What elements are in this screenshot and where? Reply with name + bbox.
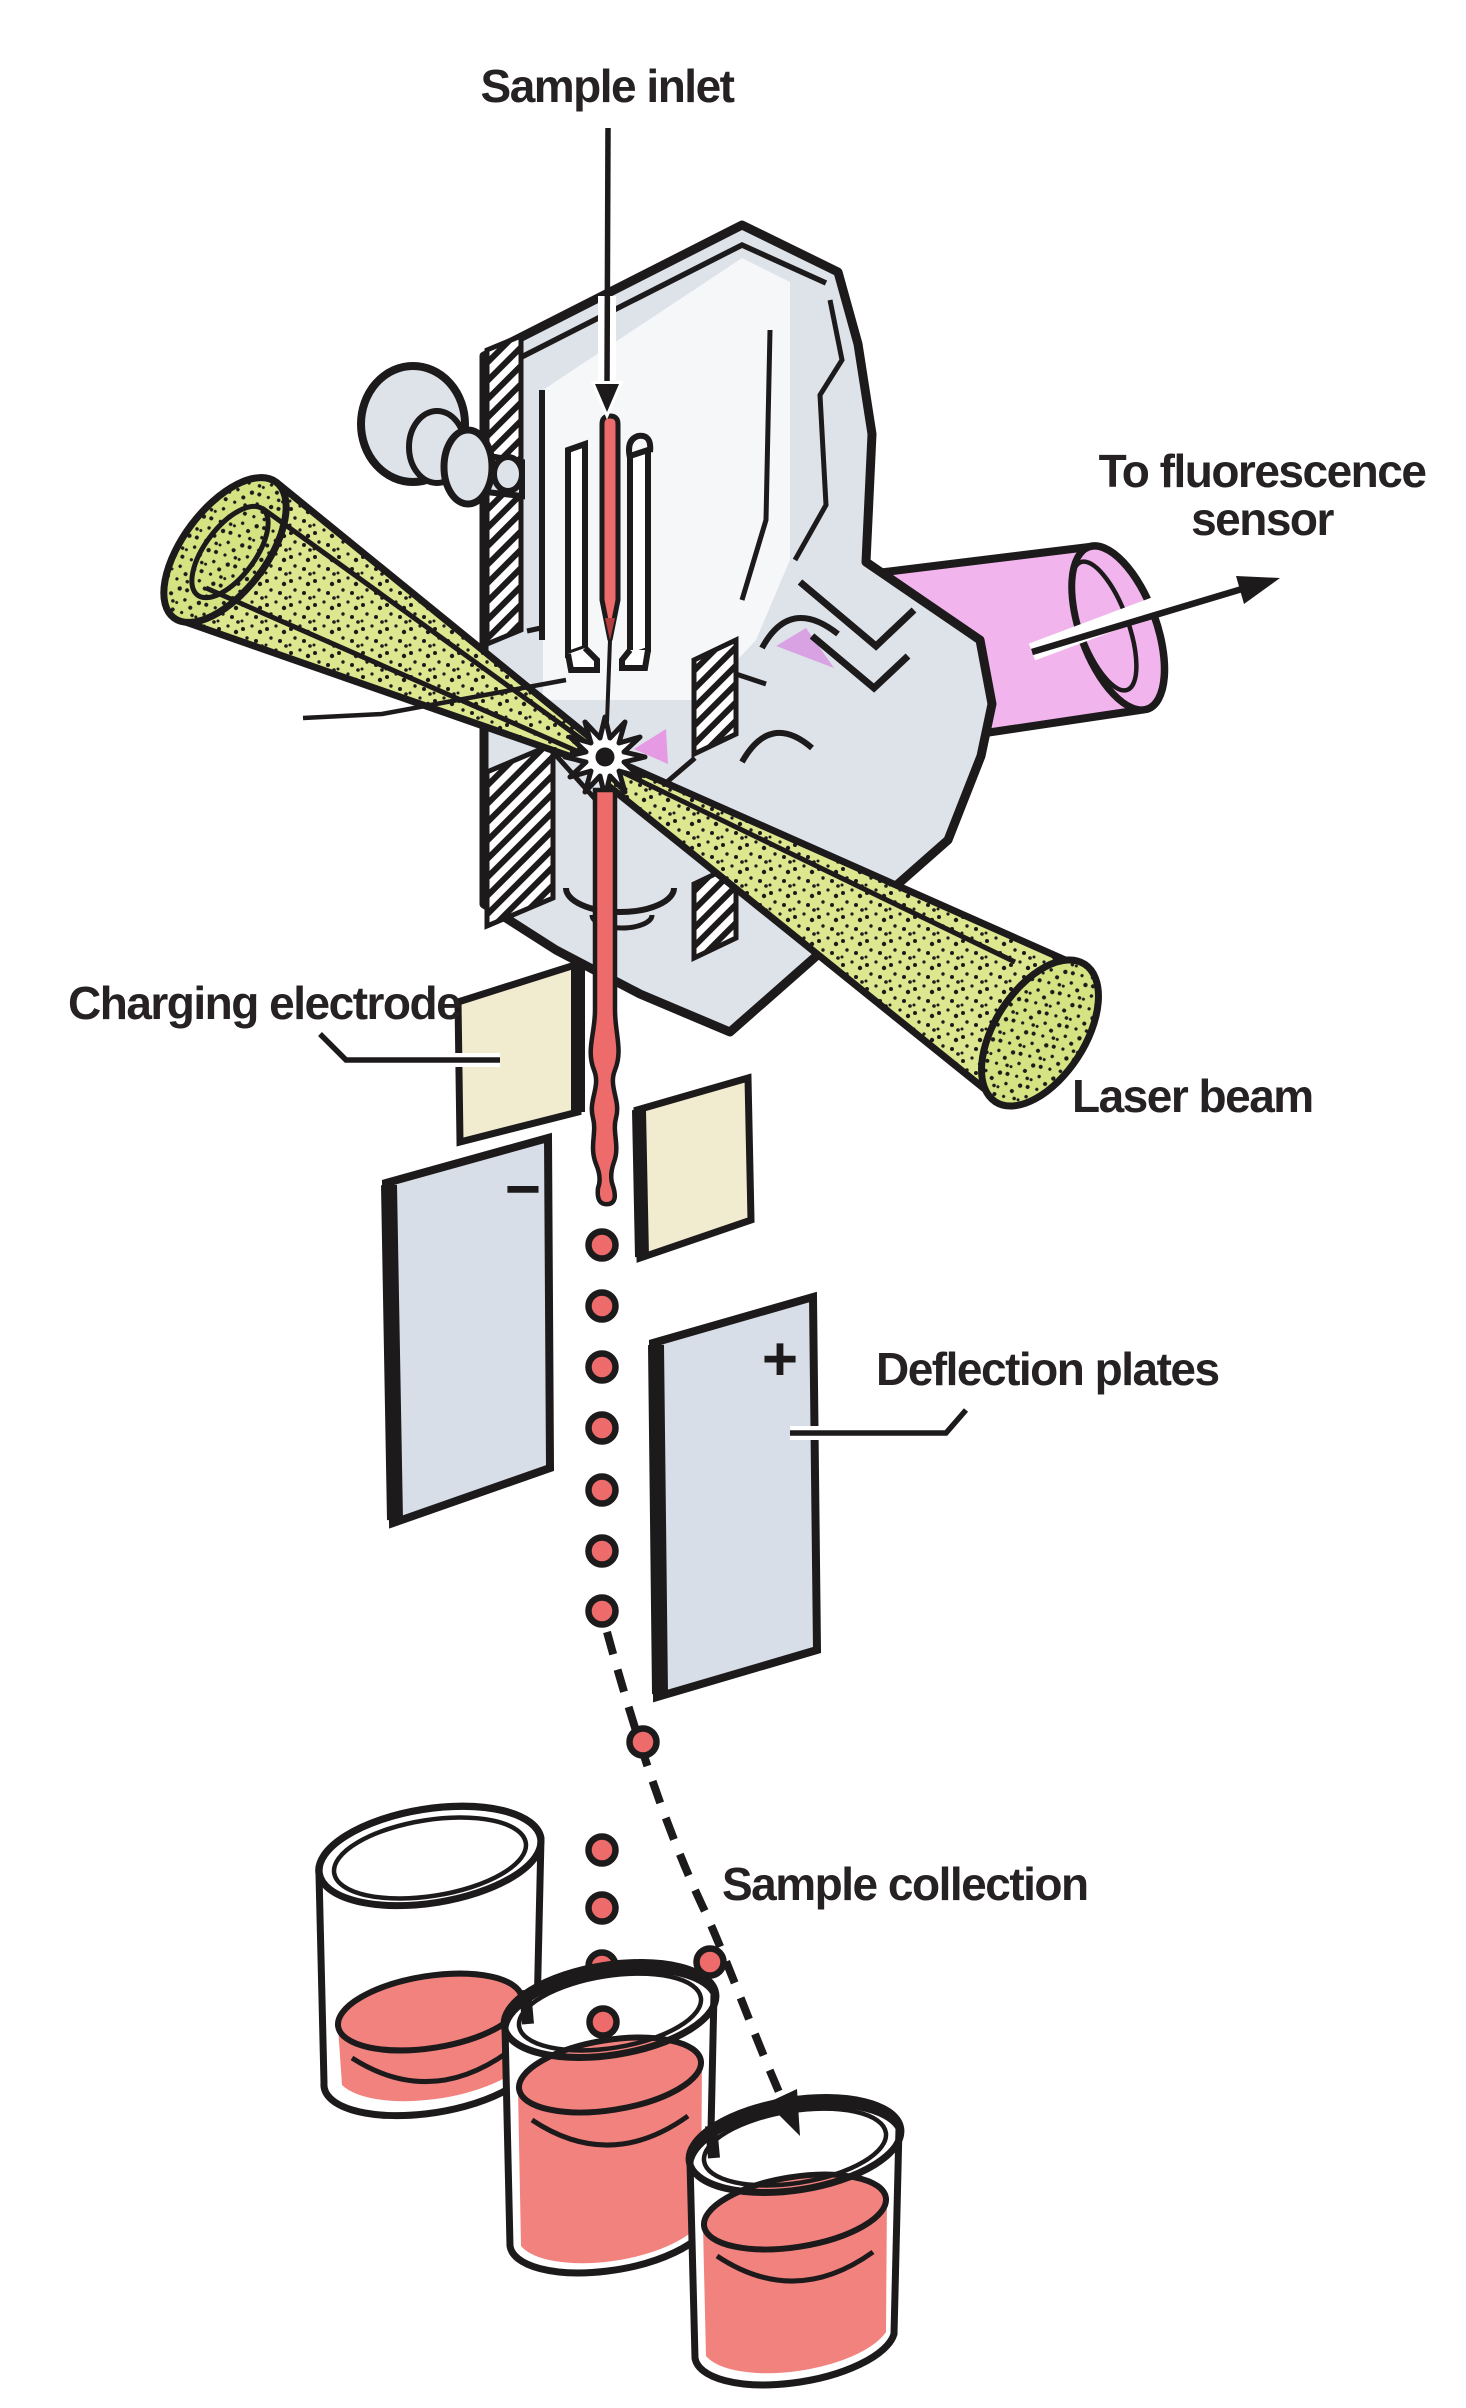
cuvette-tubes (565, 432, 654, 673)
cuvette-left-tube (565, 439, 588, 659)
sample-inlet-arrow (590, 127, 624, 420)
beaker-rim (315, 1802, 545, 1910)
cuvette-right-tube (627, 445, 651, 661)
arrow-shaft (604, 127, 611, 389)
cuvette-left-foot (565, 645, 600, 673)
notch-violet-wedge (776, 628, 834, 668)
knob-hub (491, 454, 525, 494)
sensor-window-notch (739, 579, 917, 764)
glass-highlight-dash (705, 2125, 720, 2159)
exit-cone-edge-bottom (603, 781, 1000, 1102)
trajectory-dashed-line (603, 1630, 790, 2110)
entry-cone-edge-bottom (172, 614, 594, 768)
droplet (626, 1725, 660, 1759)
deflection-plates-leader (790, 1408, 969, 1436)
arrow-head-icon (590, 381, 624, 420)
notch-chevron-upper (797, 579, 917, 651)
droplet (585, 1594, 619, 1628)
deflection-plate-negative: − (381, 1132, 555, 1529)
entry-cone-edge-top (273, 479, 606, 751)
wall-tick (526, 625, 542, 634)
cuvette-right-foot (619, 648, 651, 671)
label-charging-electrode: Charging electrode (68, 977, 461, 1029)
fluorescence-arrow (1028, 576, 1280, 661)
notch-chevron-lower (809, 633, 911, 693)
leader-lines (302, 677, 972, 1440)
liquid-shading-arc (530, 2113, 690, 2148)
nozzle-leader-line (302, 677, 567, 721)
plate-edge (381, 1184, 403, 1521)
droplet (586, 2005, 620, 2039)
droplet (585, 1289, 619, 1323)
cuvette-hook (626, 432, 654, 459)
arrow-shaft (1031, 582, 1253, 656)
fluorescence-flash-wedge (634, 729, 668, 764)
entry-cone-inner-line2 (204, 585, 590, 759)
drain-funnel-arc (563, 887, 677, 915)
window-arc-upper (759, 615, 840, 650)
droplet (585, 1534, 619, 1568)
entry-cone-inner-line1 (260, 505, 596, 751)
label-sample-inlet: Sample inlet (481, 60, 735, 112)
exit-cone-edge-top (612, 756, 1083, 971)
starburst-center-dot (595, 747, 615, 767)
droplet (585, 1228, 619, 1262)
exit-cone-inner-line (616, 767, 1017, 965)
adjustment-knob (357, 362, 525, 508)
plate-edge (648, 1344, 668, 1695)
electrode-edge (632, 1109, 649, 1258)
charging-electrode-right (632, 1073, 755, 1263)
liquid-shading-arc (715, 2249, 875, 2284)
droplet (585, 1891, 619, 1925)
droplet (585, 1473, 619, 1507)
droplet-stream (585, 1228, 619, 1983)
label-fluorescence-line2: sensor (1191, 493, 1334, 545)
glass-highlight-dash (519, 1989, 534, 2025)
laser-beam-exit-cone (603, 756, 1102, 1110)
knob-collar (440, 426, 496, 508)
label-deflection-plates: Deflection plates (876, 1343, 1219, 1395)
deflection-plate-positive: + (648, 1291, 822, 1703)
droplet (585, 1350, 619, 1384)
negative-sign: − (505, 1155, 541, 1224)
label-fluorescence-line1: To fluorescence (1099, 445, 1427, 497)
droplet (585, 1411, 619, 1445)
label-laser-beam: Laser beam (1072, 1070, 1313, 1122)
sample-needle (599, 413, 621, 641)
charging-electrode-left (454, 959, 585, 1147)
laser-intersection-starburst-icon (562, 714, 648, 800)
flow-cell-machine (357, 220, 997, 1037)
droplet (585, 1833, 619, 1867)
exit-cone-stipple (606, 760, 1081, 1099)
positive-sign: + (762, 1325, 798, 1394)
labels: Sample inlet To fluorescence sensor Char… (68, 60, 1428, 1910)
label-sample-collection: Sample collection (722, 1858, 1088, 1910)
sample-jet-line (605, 639, 612, 723)
exit-cone-endcap-stipple (981, 959, 1099, 1107)
beaker-3 (685, 2094, 905, 2389)
trajectory-arrow-head-icon (767, 2089, 800, 2136)
window-arc-lower (739, 729, 814, 764)
beaker-2 (500, 1959, 720, 2277)
right-wall-edge-line (739, 329, 773, 601)
beaker-rim-inner (516, 1971, 704, 2053)
sample-stream-ribbon (588, 787, 621, 1207)
roof-inner-line (490, 241, 828, 375)
arrow-head-icon (1236, 576, 1280, 604)
beaker-rim (500, 1959, 720, 2061)
liquid-shading-arc (350, 2049, 510, 2084)
droplet (693, 1945, 727, 1979)
nozzle-hatch-left (484, 740, 556, 930)
right-wall-fold-line (792, 299, 845, 562)
nozzle-hatch-right-upper (691, 636, 739, 758)
needle-tip (605, 618, 615, 640)
deflected-droplet-path (586, 1630, 800, 2136)
charging-electrode-leader (318, 1032, 500, 1063)
beaker-liquid (518, 2056, 703, 2264)
beaker-rim-inner (331, 1815, 529, 1901)
